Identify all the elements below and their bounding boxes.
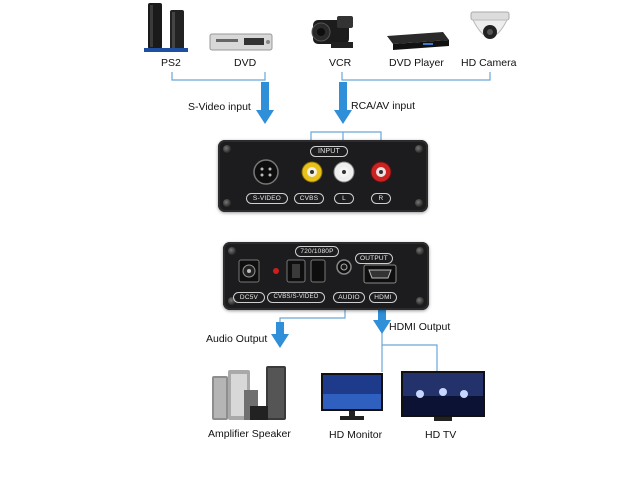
converter-front-panel: INPUT S-VIDEO CVBS L R — [218, 140, 428, 212]
audio-output-jack — [336, 259, 352, 275]
screw — [223, 145, 231, 153]
hdmi-output-port — [363, 264, 397, 284]
screw — [415, 145, 423, 153]
left-port-label: L — [334, 193, 354, 204]
dvd-player-image — [387, 32, 449, 50]
svideo-input-label: S-Video input — [188, 101, 251, 113]
hd-tv-image — [401, 371, 485, 421]
hd-tv-label: HD TV — [425, 429, 457, 441]
audio-left-rca-port — [333, 161, 355, 183]
cvbs-rca-port — [301, 161, 323, 183]
rca-av-input-label: RCA/AV input — [351, 100, 415, 112]
amplifier-speaker-label: Amplifier Speaker — [208, 428, 291, 440]
ps2-console-image — [144, 3, 188, 52]
screw — [416, 297, 424, 305]
hdmi-output-label: HDMI Output — [389, 321, 451, 333]
vcr-camcorder-image — [311, 16, 353, 48]
dvd-device-image — [209, 33, 273, 51]
svideo-port-label: S-VIDEO — [246, 193, 288, 204]
right-port-label: R — [371, 193, 391, 204]
screw — [228, 247, 236, 255]
screw — [228, 297, 236, 305]
dc5v-label: DC5V — [233, 292, 265, 303]
cvbs-port-label: CVBS — [294, 193, 324, 204]
screw — [416, 247, 424, 255]
hd-monitor-label: HD Monitor — [329, 429, 383, 441]
output-label: OUTPUT — [355, 253, 393, 264]
input-label: INPUT — [310, 146, 348, 157]
power-led — [273, 268, 279, 274]
screw — [223, 199, 231, 207]
dvd-player-label: DVD Player — [389, 57, 444, 69]
hd-camera-image — [470, 11, 510, 39]
dvd-label: DVD — [234, 57, 257, 69]
hdmi-port-label: HDMI — [369, 292, 397, 303]
cvbs-svideo-switch — [286, 259, 306, 283]
switch-slot — [310, 259, 326, 283]
resolution-label: 720/1080P — [295, 246, 339, 257]
audio-right-rca-port — [370, 161, 392, 183]
ps2-label: PS2 — [161, 57, 181, 69]
screw — [415, 199, 423, 207]
cvbs-svideo-label: CVBS/S-VIDEO — [267, 292, 325, 303]
dc5v-power-port — [238, 259, 260, 283]
audio-port-label: AUDIO — [333, 292, 365, 303]
svideo-port — [253, 159, 279, 185]
hd-camera-label: HD Camera — [461, 57, 517, 69]
converter-back-panel: 720/1080P OUTPUT DC5V CVBS/S-VIDEO AUDIO… — [223, 242, 429, 310]
amplifier-speaker-image — [212, 366, 286, 420]
audio-output-label: Audio Output — [206, 333, 268, 345]
vcr-label: VCR — [329, 57, 352, 69]
hd-monitor-image — [321, 373, 383, 420]
